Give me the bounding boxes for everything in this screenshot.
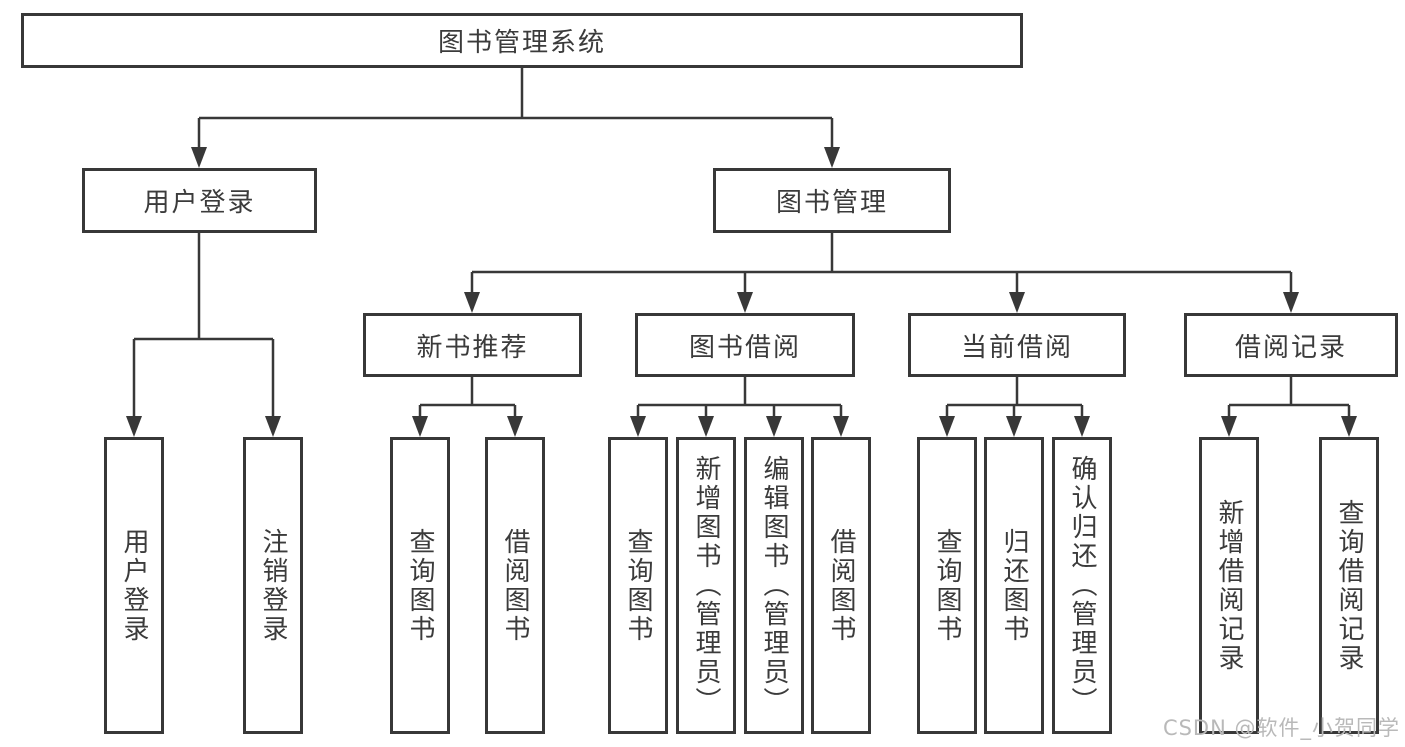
arrow-down-icon (412, 416, 428, 437)
leaf-query-borrow-record: 查询借阅记录 (1319, 437, 1379, 734)
csdn-watermark: CSDN @软件_小贺同学 (1162, 716, 1400, 740)
leaf-add-borrow-record: 新增借阅记录 (1199, 437, 1259, 734)
node-library-management-system: 图书管理系统 (21, 13, 1023, 68)
leaf-add-book-admin: 新增图书（管理员） (676, 437, 736, 734)
connector-line (945, 377, 1084, 421)
arrow-down-icon (630, 416, 646, 437)
arrow-down-icon (1341, 416, 1357, 437)
arrow-down-icon (126, 416, 142, 437)
connector-line (197, 68, 834, 152)
leaf-return-book: 归还图书 (984, 437, 1044, 734)
connector-line (470, 233, 1293, 297)
leaf-query-books-borrowing: 查询图书 (608, 437, 668, 734)
arrow-down-icon (507, 416, 523, 437)
arrow-down-icon (939, 416, 955, 437)
leaf-edit-book-admin: 编辑图书（管理员） (744, 437, 804, 734)
arrow-down-icon (824, 147, 840, 168)
connector-line (1227, 377, 1351, 421)
arrow-down-icon (833, 416, 849, 437)
leaf-user-login: 用户登录 (104, 437, 164, 734)
arrow-down-icon (766, 416, 782, 437)
arrow-down-icon (265, 416, 281, 437)
node-book-management: 图书管理 (713, 168, 951, 233)
node-current-borrowing: 当前借阅 (908, 313, 1126, 377)
leaf-logout: 注销登录 (243, 437, 303, 734)
arrow-down-icon (1221, 416, 1237, 437)
leaf-query-books-recommend: 查询图书 (390, 437, 450, 734)
leaf-query-books-current: 查询图书 (917, 437, 977, 734)
arrow-down-icon (1009, 292, 1025, 313)
leaf-confirm-return-admin: 确认归还（管理员） (1052, 437, 1112, 734)
arrow-down-icon (1283, 292, 1299, 313)
arrow-down-icon (1074, 416, 1090, 437)
leaf-borrow-books-recommend: 借阅图书 (485, 437, 545, 734)
connector-line (132, 233, 275, 421)
arrow-down-icon (464, 292, 480, 313)
connector-line (636, 377, 843, 421)
node-new-book-recommend: 新书推荐 (363, 313, 582, 377)
arrow-down-icon (698, 416, 714, 437)
node-borrowing-records: 借阅记录 (1184, 313, 1398, 377)
node-book-borrowing: 图书借阅 (635, 313, 855, 377)
arrow-down-icon (737, 292, 753, 313)
leaf-borrow-books-borrowing: 借阅图书 (811, 437, 871, 734)
connector-line (418, 377, 517, 421)
arrow-down-icon (191, 147, 207, 168)
node-user-login: 用户登录 (82, 168, 317, 233)
arrow-down-icon (1006, 416, 1022, 437)
